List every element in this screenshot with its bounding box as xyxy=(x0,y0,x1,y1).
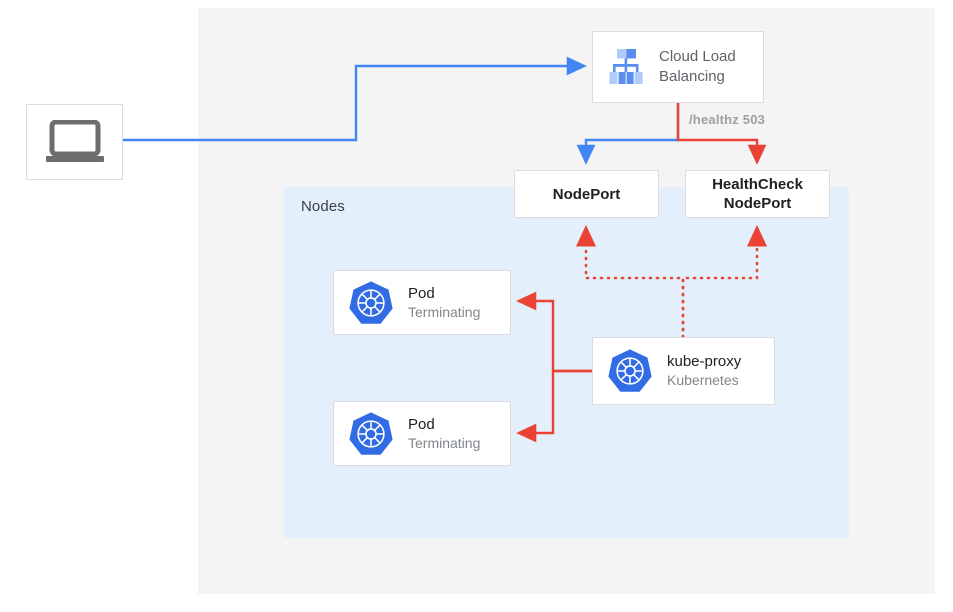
pod-node-1[interactable]: Pod Terminating xyxy=(333,270,511,335)
pod-1-title: Pod xyxy=(408,284,435,302)
pod-1-text: Pod Terminating xyxy=(408,284,480,322)
pod-2-text: Pod Terminating xyxy=(408,415,480,453)
kubernetes-icon xyxy=(349,280,393,324)
nodeport-label: NodePort xyxy=(552,185,621,203)
kube-proxy-node[interactable]: kube-proxy Kubernetes xyxy=(592,337,775,405)
hc-title-line2: NodePort xyxy=(723,195,792,212)
kubernetes-icon xyxy=(608,349,652,392)
pod-2-title: Pod xyxy=(408,415,435,433)
pod-2-subtitle: Terminating xyxy=(408,434,481,451)
healthcheck-nodeport-label: HealthCheck NodePort xyxy=(686,171,829,217)
kube-proxy-subtitle: Kubernetes xyxy=(667,372,739,388)
clb-title-line2: Balancing xyxy=(659,68,725,85)
nodeport-node[interactable]: NodePort xyxy=(514,170,659,218)
clb-title-line1: Cloud Load xyxy=(659,48,736,65)
pod-1-subtitle: Terminating xyxy=(408,303,481,320)
edge-label-healthz: /healthz 503 xyxy=(689,112,766,127)
cloud-load-balancing-icon xyxy=(609,49,643,84)
nodes-region-label: Nodes xyxy=(301,198,345,215)
hc-title-line1: HealthCheck xyxy=(712,176,803,193)
kube-proxy-text: kube-proxy Kubernetes xyxy=(667,352,741,390)
client-node[interactable] xyxy=(26,104,123,180)
laptop-icon xyxy=(45,120,104,162)
kube-proxy-title: kube-proxy xyxy=(667,353,742,370)
cloud-load-balancing-node[interactable]: Cloud Load Balancing xyxy=(592,31,764,103)
pod-node-2[interactable]: Pod Terminating xyxy=(333,401,511,466)
cloud-load-balancing-label: Cloud Load Balancing xyxy=(659,47,736,87)
kubernetes-icon xyxy=(349,411,393,455)
healthcheck-nodeport-node[interactable]: HealthCheck NodePort xyxy=(685,170,830,218)
